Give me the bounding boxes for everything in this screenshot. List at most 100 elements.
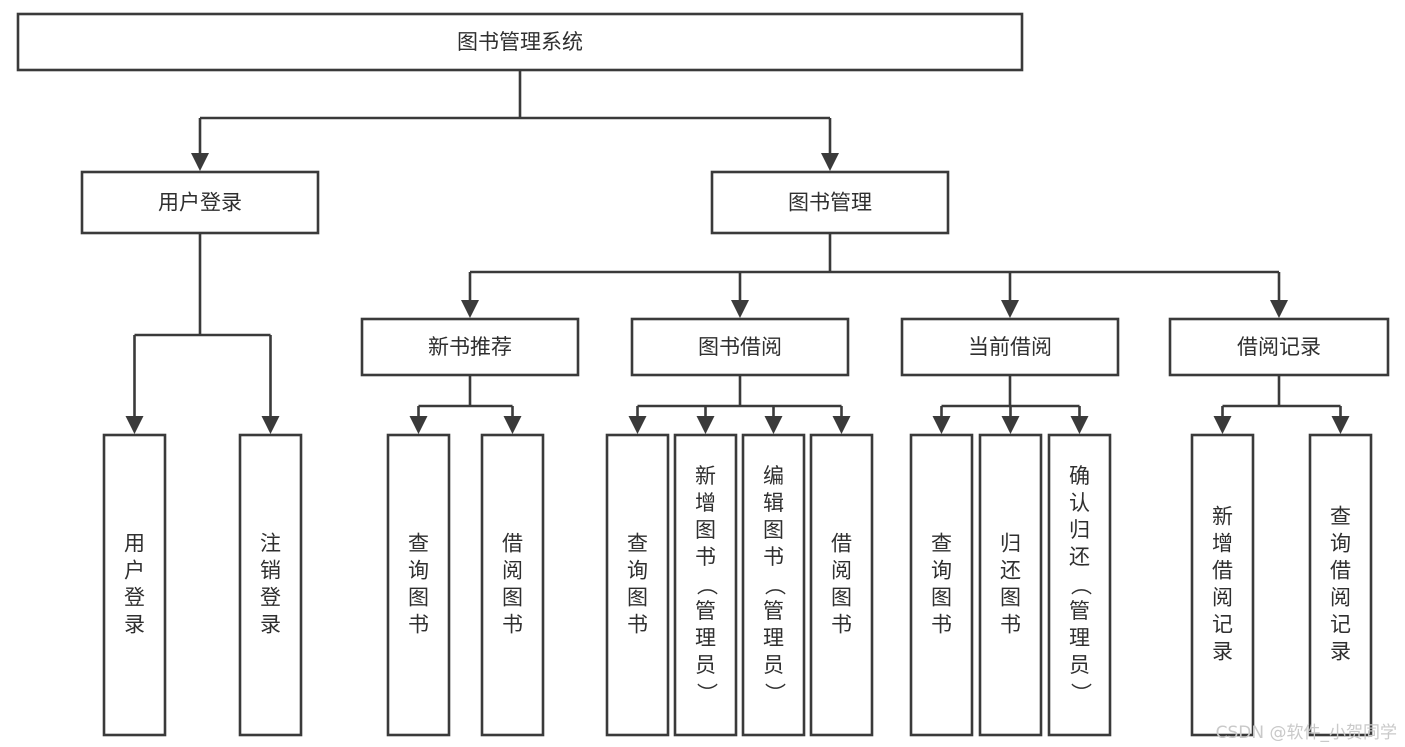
level3-node-e5809fe99885e8aeb0e5bd95[interactable]: 借阅记录 <box>1168 317 1390 377</box>
svg-text:录: 录 <box>1330 640 1351 664</box>
level3-node-e59bbee4b9a6e5809fe99885[interactable]: 图书借阅 <box>630 317 850 377</box>
level2-node-e794a8e688b7e799bbe5bd95-label: 用户登录 <box>158 191 242 215</box>
svg-text:图: 图 <box>695 518 716 542</box>
user-login-leaf-1-label: 用户登录 <box>124 532 145 637</box>
svg-text:员: 员 <box>763 653 784 677</box>
svg-text:销: 销 <box>260 559 281 583</box>
svg-text:阅: 阅 <box>831 559 852 583</box>
svg-text:阅: 阅 <box>502 559 523 583</box>
svg-text:借: 借 <box>831 532 852 556</box>
svg-text:书: 书 <box>695 545 716 569</box>
svg-text:录: 录 <box>124 613 145 637</box>
level3-node-e5809fe99885e8aeb0e5bd95-label: 借阅记录 <box>1237 335 1321 359</box>
svg-text:图: 图 <box>763 518 784 542</box>
svg-text:询: 询 <box>1330 532 1351 556</box>
svg-text:管: 管 <box>1069 599 1090 623</box>
svg-text:阅: 阅 <box>1330 586 1351 610</box>
svg-text:询: 询 <box>408 559 429 583</box>
svg-text:）: ） <box>695 683 719 704</box>
svg-text:还: 还 <box>1069 545 1090 569</box>
root-node-label: 图书管理系统 <box>457 30 583 54</box>
level3-node-e59bbee4b9a6e5809fe99885-label: 图书借阅 <box>698 335 782 359</box>
level3-node-e696b0e4b9a6e68ea8e88d90[interactable]: 新书推荐 <box>360 317 580 377</box>
connector-links <box>125 70 1350 435</box>
svg-text:书: 书 <box>1000 613 1021 637</box>
root-node[interactable]: 图书管理系统 <box>16 12 1024 72</box>
svg-text:管: 管 <box>695 599 716 623</box>
svg-text:（: （ <box>695 575 719 596</box>
svg-text:确: 确 <box>1069 464 1090 488</box>
svg-text:借: 借 <box>1212 559 1233 583</box>
svg-text:员: 员 <box>1069 653 1090 677</box>
svg-text:户: 户 <box>124 559 145 583</box>
svg-text:书: 书 <box>931 613 952 637</box>
svg-text:查: 查 <box>627 532 648 556</box>
svg-text:书: 书 <box>408 613 429 637</box>
svg-text:增: 增 <box>1212 532 1233 556</box>
svg-text:理: 理 <box>1069 626 1090 650</box>
svg-text:归: 归 <box>1000 532 1021 556</box>
watermark-text: CSDN @软件_小贺同学 <box>1215 723 1397 743</box>
svg-text:记: 记 <box>1212 613 1233 637</box>
svg-text:图: 图 <box>931 586 952 610</box>
svg-text:增: 增 <box>695 491 716 515</box>
svg-text:图: 图 <box>831 586 852 610</box>
level3-node-e696b0e4b9a6e68ea8e88d90-label: 新书推荐 <box>428 335 512 359</box>
level2-node-e794a8e688b7e799bbe5bd95[interactable]: 用户登录 <box>80 170 320 235</box>
svg-text:辑: 辑 <box>763 491 784 515</box>
svg-text:图: 图 <box>408 586 429 610</box>
svg-text:书: 书 <box>627 613 648 637</box>
node-boxes: 图书管理系统用户登录图书管理新书推荐图书借阅当前借阅借阅记录用户登录注销登录查询… <box>16 12 1390 737</box>
level2-node-e59bbee4b9a6e7aea1e79086[interactable]: 图书管理 <box>710 170 950 235</box>
svg-text:查: 查 <box>408 532 429 556</box>
svg-text:录: 录 <box>1212 640 1233 664</box>
svg-text:编: 编 <box>763 464 784 488</box>
svg-text:用: 用 <box>124 532 145 556</box>
svg-text:登: 登 <box>124 586 145 610</box>
svg-text:图: 图 <box>627 586 648 610</box>
svg-text:认: 认 <box>1069 491 1090 515</box>
svg-text:（: （ <box>1069 575 1093 596</box>
svg-text:录: 录 <box>260 613 281 637</box>
level3-node-e5bd93e5898de5809fe99885-label: 当前借阅 <box>968 335 1052 359</box>
svg-text:管: 管 <box>763 599 784 623</box>
level3-node-e5bd93e5898de5809fe99885[interactable]: 当前借阅 <box>900 317 1120 377</box>
svg-text:阅: 阅 <box>1212 586 1233 610</box>
svg-text:归: 归 <box>1069 518 1090 542</box>
svg-text:员: 员 <box>695 653 716 677</box>
svg-text:书: 书 <box>763 545 784 569</box>
svg-text:询: 询 <box>627 559 648 583</box>
svg-text:书: 书 <box>502 613 523 637</box>
svg-text:（: （ <box>763 575 787 596</box>
svg-text:书: 书 <box>831 613 852 637</box>
user-login-leaf-1[interactable]: 用户登录 <box>102 433 167 737</box>
svg-text:借: 借 <box>1330 559 1351 583</box>
svg-text:记: 记 <box>1330 613 1351 637</box>
svg-text:登: 登 <box>260 586 281 610</box>
svg-text:）: ） <box>763 683 787 704</box>
